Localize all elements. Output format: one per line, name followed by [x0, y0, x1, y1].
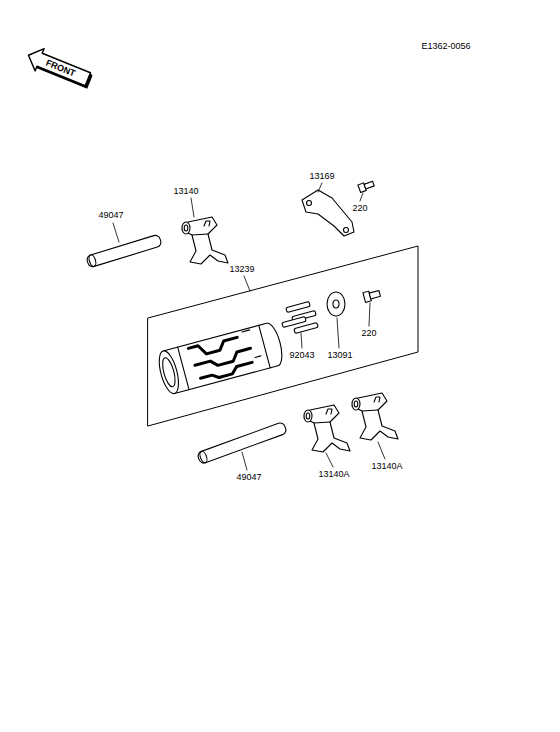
- callout-number: 49047: [235, 472, 262, 483]
- shift-drum: [155, 321, 285, 395]
- callout-number: 92043: [288, 350, 315, 361]
- plate: [302, 190, 354, 236]
- drawing-number: E1362-0056: [420, 41, 471, 52]
- pin-plate: [327, 292, 345, 316]
- callout-number: 13140: [172, 186, 199, 197]
- callout-number: 220: [351, 203, 368, 214]
- shift-fork: [182, 217, 228, 264]
- callout-number: 220: [360, 328, 377, 339]
- callout-number: 13239: [228, 264, 255, 275]
- leader-lines: [113, 183, 385, 470]
- callout-number: 13140A: [370, 461, 403, 472]
- pins: [282, 301, 318, 333]
- shift-rod: [86, 234, 162, 268]
- callout-number: 49047: [97, 210, 124, 221]
- callout-number: 13169: [308, 171, 335, 182]
- callout-number: 13091: [326, 350, 353, 361]
- callout-number: 13140A: [317, 469, 350, 480]
- front-arrow: [24, 44, 95, 91]
